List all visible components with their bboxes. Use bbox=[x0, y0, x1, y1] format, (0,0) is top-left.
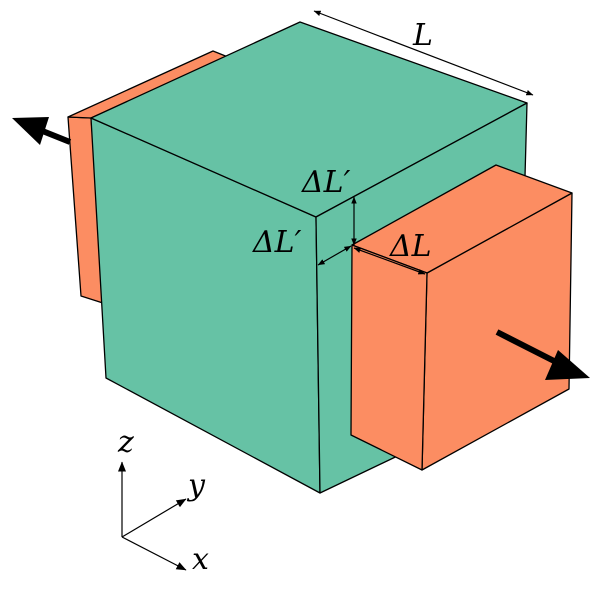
x-axis-label: x bbox=[192, 542, 209, 577]
arrow-icon bbox=[12, 117, 49, 145]
dimension-delta-length: ΔL bbox=[353, 229, 432, 275]
arrow-icon bbox=[545, 350, 590, 380]
back-block bbox=[67, 50, 229, 305]
transverse-left-label: ΔL′ bbox=[252, 225, 302, 260]
dimension-transverse-left: ΔL′ bbox=[252, 225, 352, 266]
dimension-length: L bbox=[313, 10, 534, 96]
coordinate-axes: z y x bbox=[117, 425, 209, 577]
force-arrow-left bbox=[12, 117, 72, 145]
delta-length-label: ΔL bbox=[389, 229, 432, 264]
transverse-top-label: ΔL′ bbox=[301, 165, 351, 200]
length-label: L bbox=[412, 18, 433, 53]
front-block-front-face bbox=[350, 244, 428, 471]
dimension-transverse-top: ΔL′ bbox=[301, 165, 357, 246]
force-arrow-right bbox=[495, 329, 590, 380]
front-block bbox=[350, 164, 573, 471]
z-axis-label: z bbox=[117, 425, 134, 460]
y-axis-label: y bbox=[186, 468, 206, 503]
